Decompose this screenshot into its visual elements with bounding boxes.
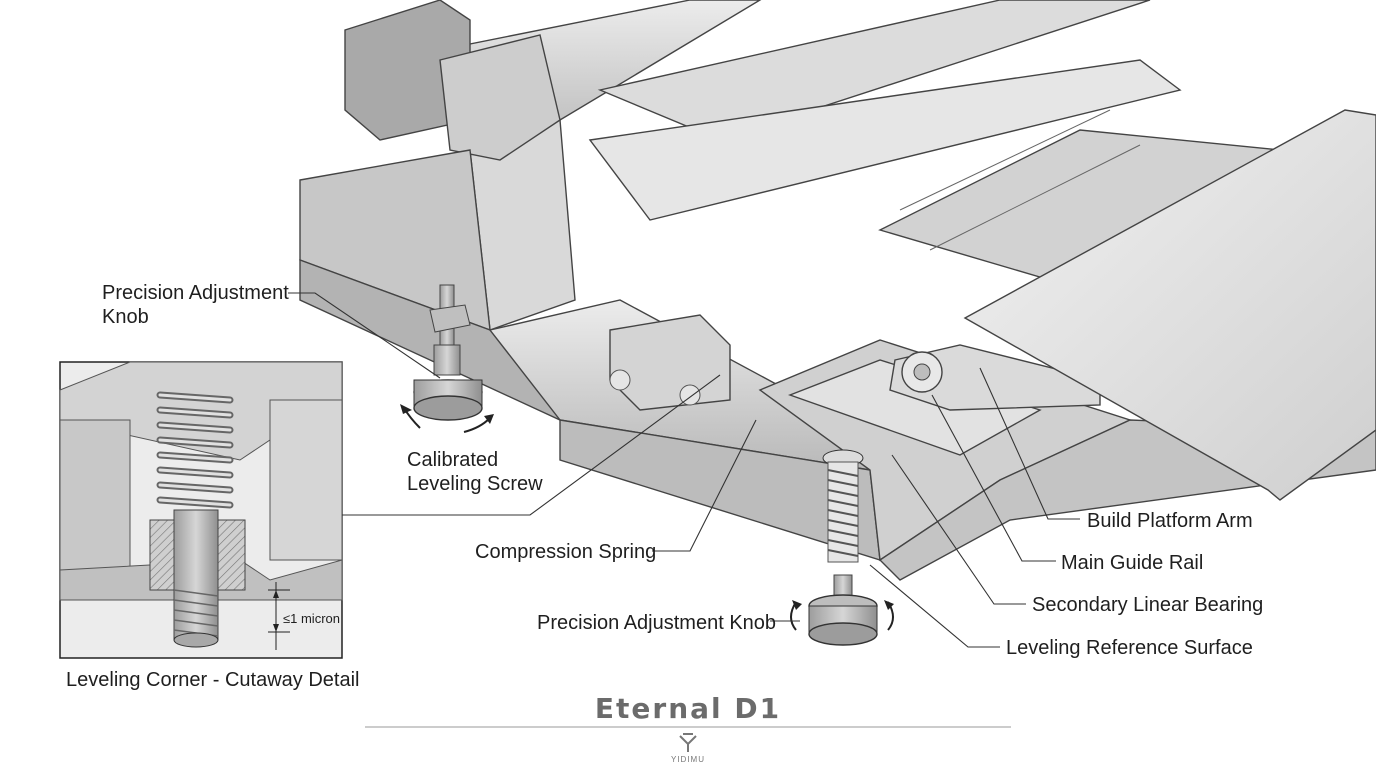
yidimu-logo-icon <box>679 733 697 752</box>
label-main-guide-rail: Main Guide Rail <box>1061 552 1203 574</box>
motor-bracket <box>439 34 561 161</box>
rotate-arrow-cw-icon <box>463 417 491 433</box>
enclosure-recess <box>787 359 1042 456</box>
leader-lines <box>288 292 1080 648</box>
top-plate <box>588 59 1182 221</box>
branding: Eternal D1 YIDIMU <box>365 692 1011 764</box>
build-plate <box>963 109 1376 501</box>
label-leveling-surface: Leveling Reference Surface <box>1006 637 1253 659</box>
rear-rail <box>597 0 1151 141</box>
build-platform-arm <box>889 344 1101 411</box>
label-compression-spring: Compression Spring <box>475 541 656 563</box>
label-build-platform-arm: Build Platform Arm <box>1087 510 1253 532</box>
label-knob-bottom: Precision Adjustment Knob <box>537 612 776 634</box>
leveling-screw-left <box>400 284 494 433</box>
cutaway-inset: ≤1 micron Leveling Corner - Cutaway Deta… <box>59 361 359 691</box>
inset-spring <box>156 391 234 509</box>
rail-carriage <box>609 314 731 411</box>
screw-thread <box>433 344 461 376</box>
label-knob-top: Precision Adjustment Knob <box>102 282 294 328</box>
brand-name: Eternal D1 <box>595 692 781 725</box>
logo-text: YIDIMU <box>671 755 705 764</box>
front-corner-assembly <box>790 449 894 646</box>
knob-bottom <box>808 622 878 646</box>
label-calibrated-screw-line2: Leveling Screw <box>407 473 543 495</box>
label-knob-top-line2: Knob <box>102 306 149 328</box>
label-calibrated-screw-line1: Calibrated <box>407 449 498 471</box>
tolerance-label: ≤1 micron <box>283 611 340 626</box>
inset-caption: Leveling Corner - Cutaway Detail <box>66 669 359 691</box>
knob-top <box>413 395 483 421</box>
compression-spring <box>827 461 859 563</box>
label-knob-top-line1: Precision Adjustment <box>102 282 289 304</box>
label-secondary-bearing: Secondary Linear Bearing <box>1032 594 1263 616</box>
label-calibrated-screw: Calibrated Leveling Screw <box>407 449 543 495</box>
